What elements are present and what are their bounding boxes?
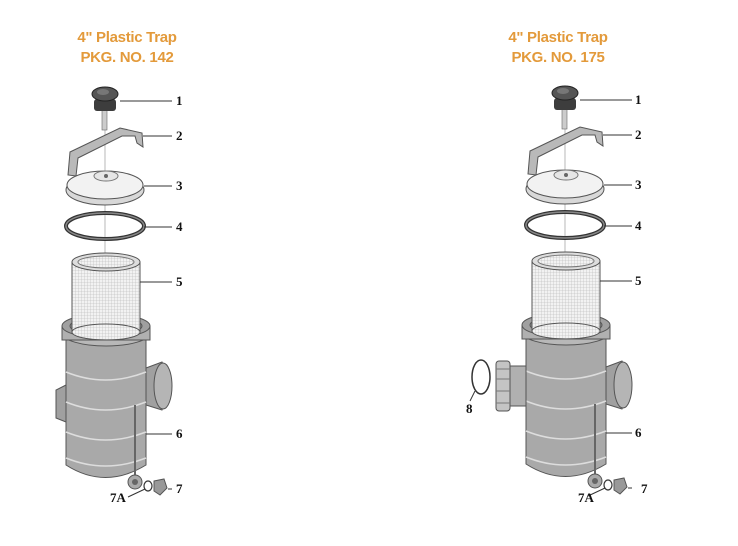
part-label-2: 2	[635, 127, 642, 142]
part-label-2: 2	[176, 128, 183, 143]
part-label-8: 8	[466, 401, 473, 416]
part-label-7a: 7A	[578, 490, 595, 505]
trap-175	[469, 84, 634, 498]
title-line-1: 4" Plastic Trap	[77, 29, 177, 46]
part-label-4: 4	[635, 218, 642, 233]
union-fitting	[495, 360, 527, 412]
part-label-6: 6	[635, 425, 642, 440]
diagram-title-142: 4" Plastic Trap PKG. NO. 142	[27, 28, 227, 68]
part-label-7a: 7A	[110, 490, 127, 505]
part-label-7: 7	[176, 481, 183, 496]
title-line-1: 4" Plastic Trap	[508, 29, 608, 46]
part-labels-142: 1 2 3 4 5 6 7 7A	[110, 93, 183, 505]
package-number: PKG. NO. 142	[80, 49, 174, 66]
part-label-7: 7	[641, 481, 648, 496]
part-label-5: 5	[635, 273, 642, 288]
diagram-title-175: 4" Plastic Trap PKG. NO. 175	[458, 28, 658, 68]
union-o-ring	[471, 359, 491, 395]
part-labels-175: 1 2 3 4 5 6 7 7A 8	[466, 92, 648, 505]
part-label-6: 6	[176, 426, 183, 441]
trap-142	[55, 85, 174, 499]
part-label-1: 1	[635, 92, 642, 107]
part-label-3: 3	[176, 178, 183, 193]
package-number: PKG. NO. 175	[511, 49, 605, 66]
part-label-4: 4	[176, 219, 183, 234]
part-label-1: 1	[176, 93, 183, 108]
part-label-5: 5	[176, 274, 183, 289]
part-label-3: 3	[635, 177, 642, 192]
